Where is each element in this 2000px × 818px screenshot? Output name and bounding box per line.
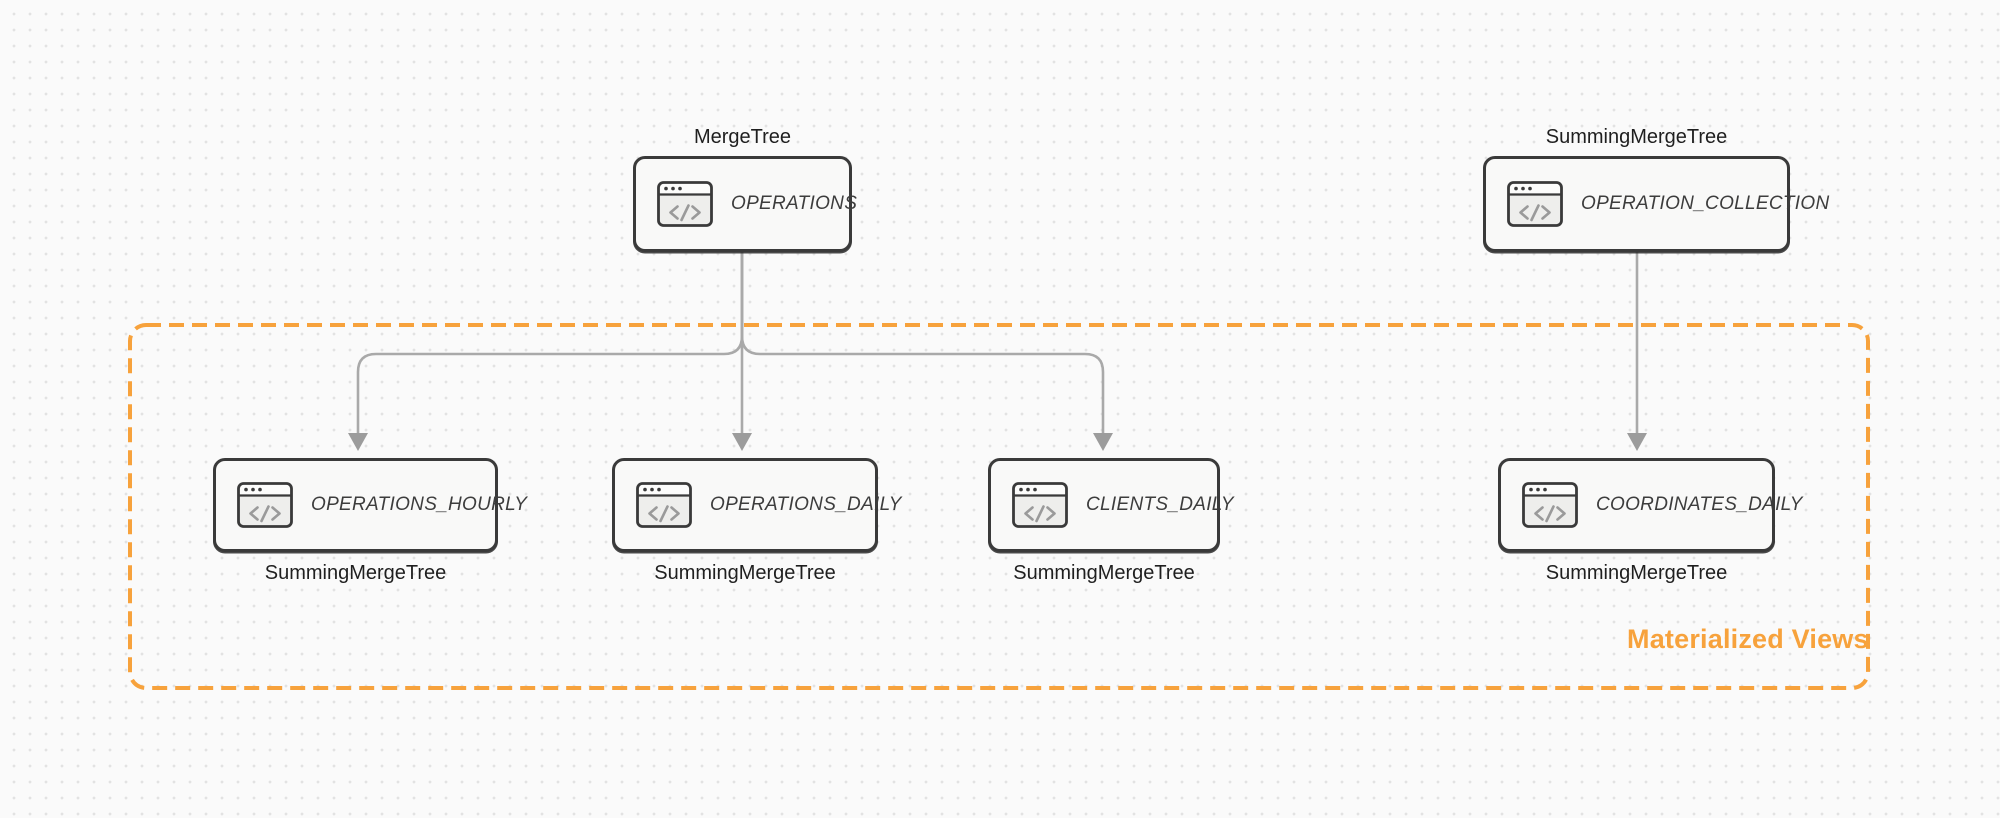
node-coordinates-daily: SummingMergeTree COORDINATES_DAILY — [1498, 458, 1802, 584]
arrowhead-coordinates-daily — [1627, 433, 1647, 451]
node-label: OPERATION_COLLECTION — [1581, 193, 1830, 214]
node-label: OPERATIONS_DAILY — [710, 494, 902, 515]
edge-operations-to-operations-hourly — [356, 252, 744, 434]
engine-label-operation-collection: SummingMergeTree — [1545, 126, 1728, 148]
code-window-icon — [657, 181, 713, 227]
node-operations-hourly: SummingMergeTree OPERATIONS_HOURLY — [213, 458, 527, 584]
code-window-icon — [1012, 482, 1068, 528]
arrowhead-operations-daily — [732, 433, 752, 451]
node-operation-collection: SummingMergeTree OPERATION_COLLECTION — [1483, 126, 1829, 252]
node-label: COORDINATES_DAILY — [1596, 494, 1803, 515]
arrowhead-operations-hourly — [348, 433, 368, 451]
node-operations: MergeTree OPERATIONS — [633, 126, 857, 252]
engine-label-clients-daily: SummingMergeTree — [1013, 562, 1195, 584]
engine-label-coordinates-daily: SummingMergeTree — [1545, 562, 1728, 584]
node-label: CLIENTS_DAILY — [1086, 494, 1234, 515]
code-window-icon — [1507, 181, 1563, 227]
code-window-icon — [237, 482, 293, 528]
engine-label-operations-daily: SummingMergeTree — [654, 562, 836, 584]
engine-label-operations: MergeTree — [693, 126, 792, 148]
engine-label-operations-hourly: SummingMergeTree — [264, 562, 447, 584]
edge-operations-to-clients-daily — [740, 252, 1105, 434]
code-window-icon — [636, 482, 692, 528]
node-operations-daily: SummingMergeTree OPERATIONS_DAILY — [612, 458, 901, 584]
node-clients-daily: SummingMergeTree CLIENTS_DAILY — [988, 458, 1234, 584]
materialized-views-label: Materialized Views — [1627, 624, 1869, 654]
materialized-views-group-border — [128, 323, 1870, 690]
node-label: OPERATIONS_HOURLY — [311, 494, 528, 515]
arrowhead-clients-daily — [1093, 433, 1113, 451]
code-window-icon — [1522, 482, 1578, 528]
node-label: OPERATIONS — [731, 193, 858, 214]
